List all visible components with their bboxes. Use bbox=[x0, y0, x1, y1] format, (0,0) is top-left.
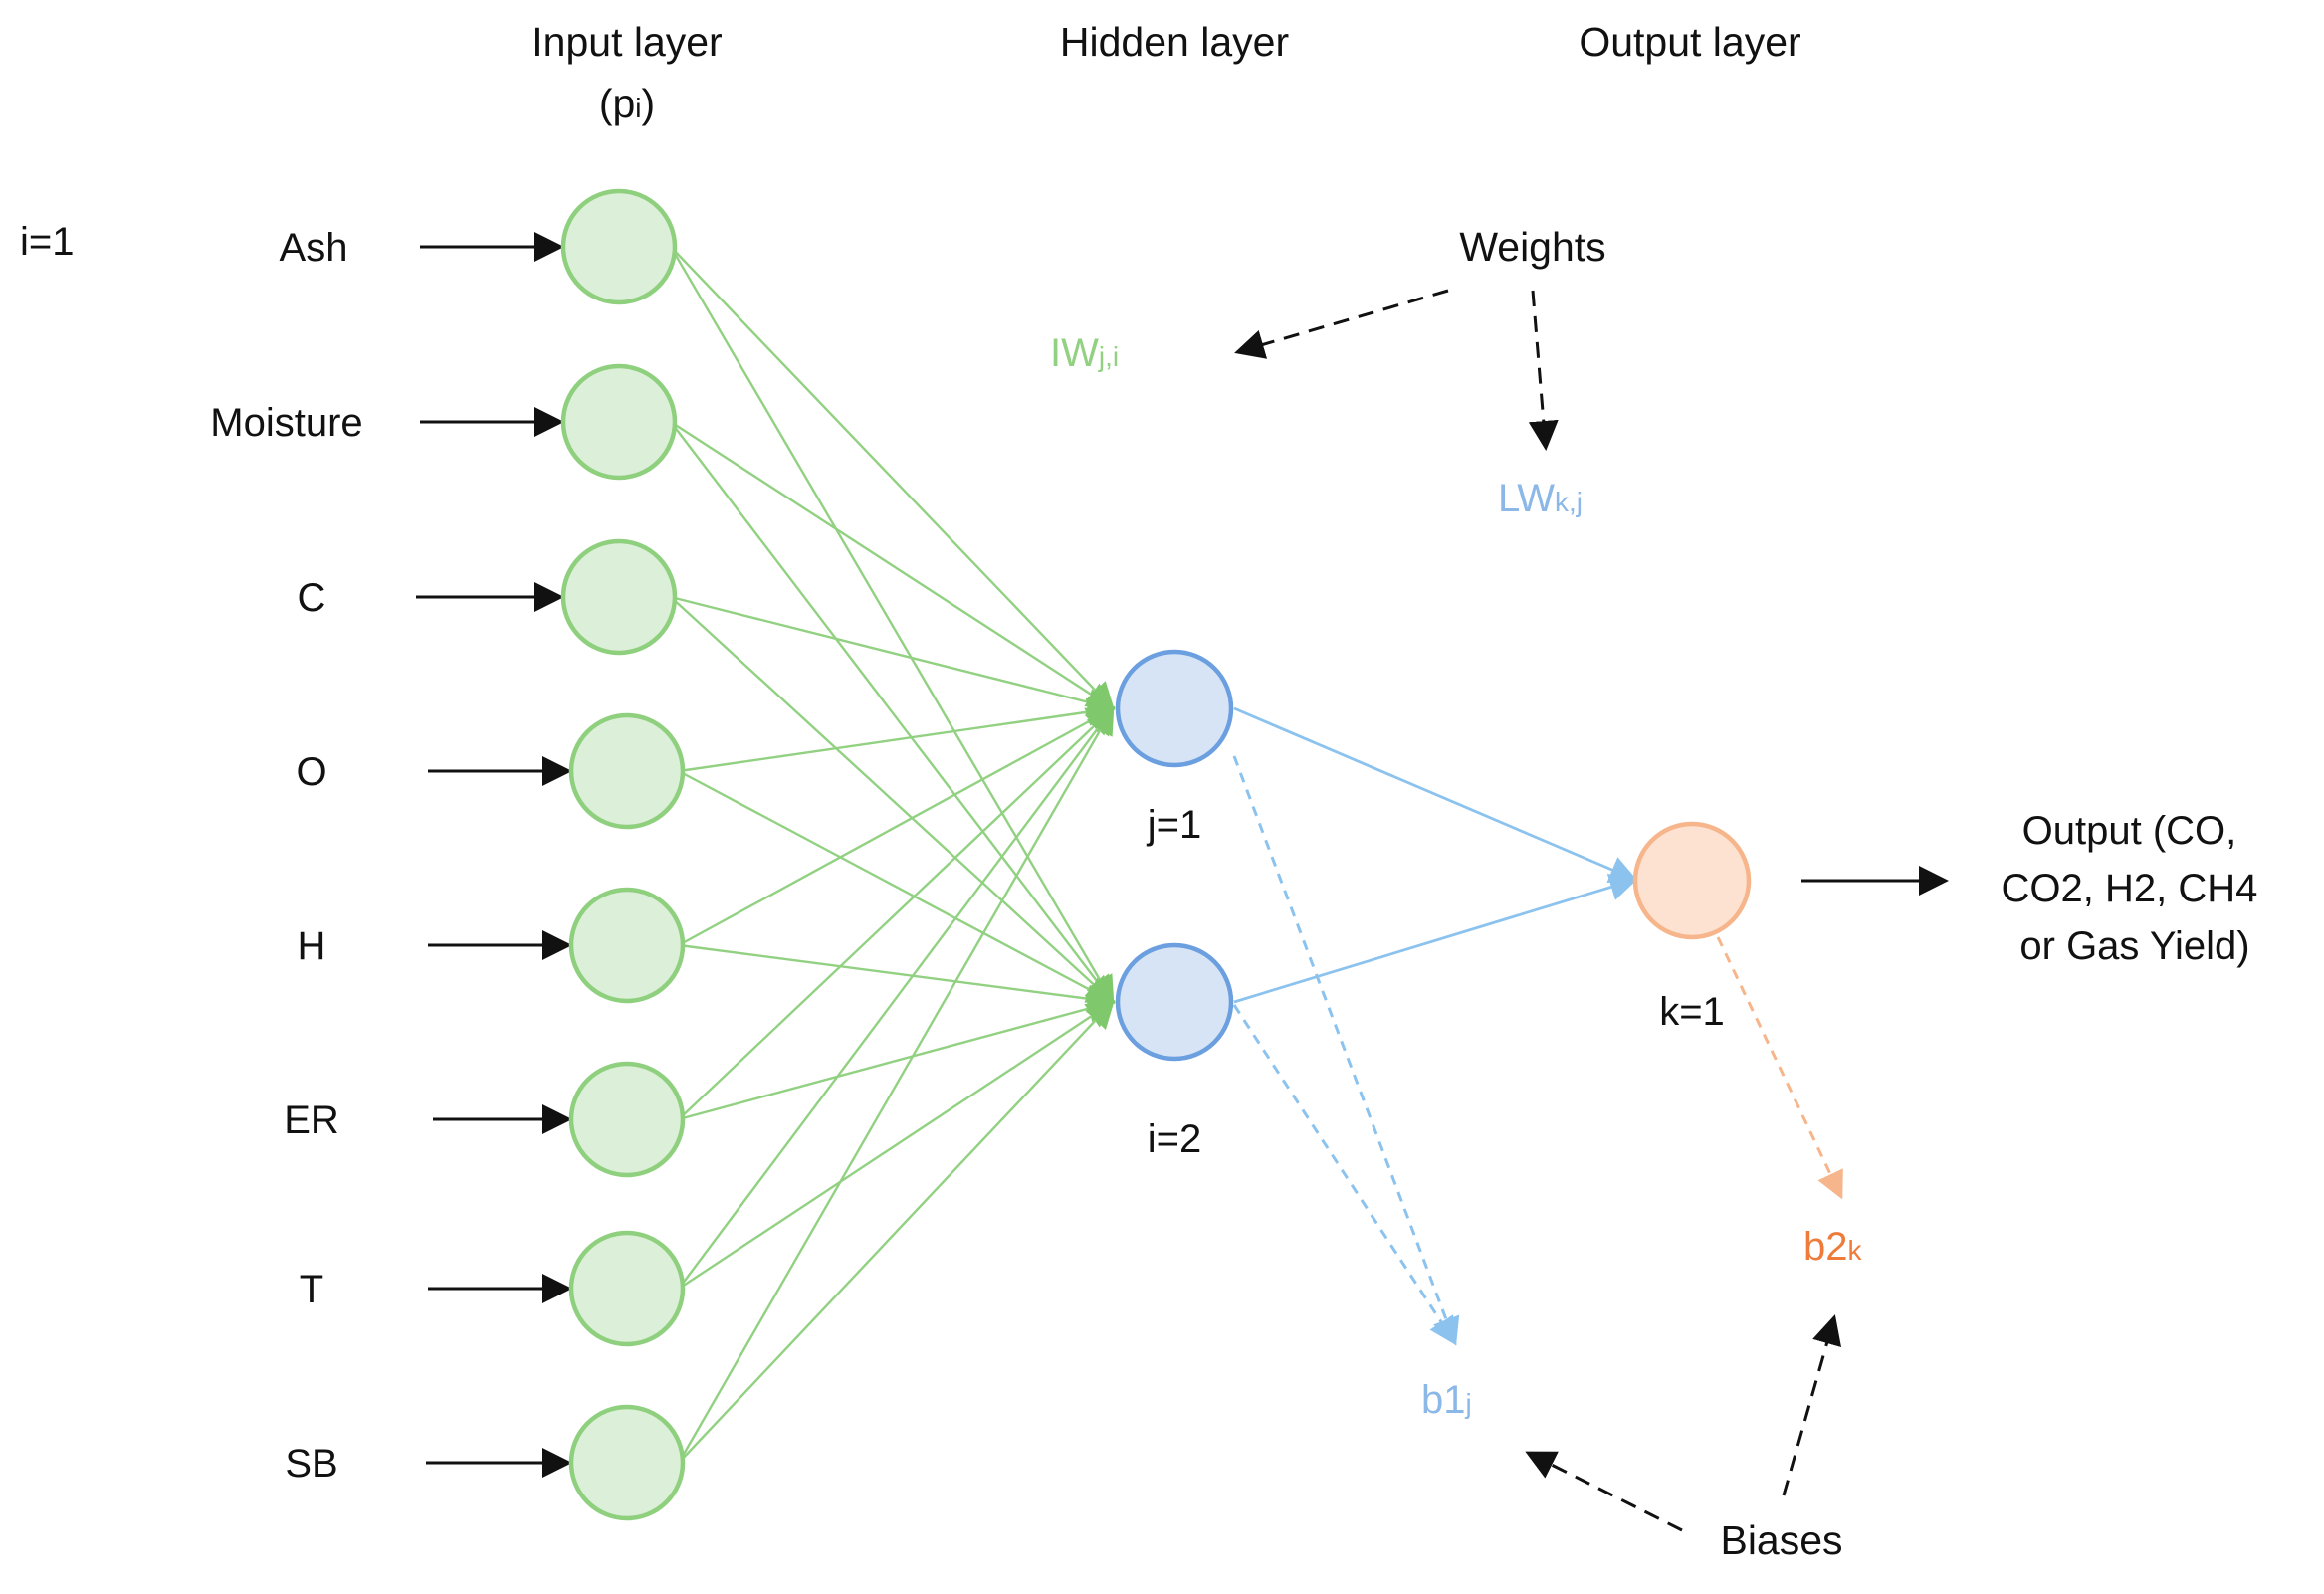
input-node-2 bbox=[560, 363, 678, 481]
input-node-3 bbox=[560, 538, 678, 656]
weights-arrow-lw bbox=[1528, 290, 1559, 451]
connection-input-7-hidden-2 bbox=[678, 1000, 1116, 1291]
input-label-1: Ash bbox=[280, 226, 348, 270]
output-node bbox=[1632, 821, 1752, 940]
hidden-node-1 bbox=[1115, 649, 1234, 768]
connection-hidden2-output bbox=[1233, 873, 1638, 1004]
hidden-node-2-label: i=2 bbox=[1148, 1117, 1202, 1161]
connection-input-6-hidden-2 bbox=[678, 995, 1116, 1121]
connection-hidden1-output bbox=[1233, 706, 1638, 883]
biases-label: Biases bbox=[1720, 1517, 1842, 1563]
input-label-5: H bbox=[298, 924, 326, 968]
hidden-node-1-label: j=1 bbox=[1147, 803, 1202, 847]
weights-arrow-iw bbox=[1234, 289, 1449, 359]
biases-arrow-b1 bbox=[1525, 1451, 1683, 1532]
input-node-5 bbox=[568, 887, 686, 1004]
input-node-6 bbox=[568, 1061, 686, 1178]
input-arrows bbox=[416, 232, 572, 1478]
input-label-4: O bbox=[296, 750, 326, 794]
input-node-8 bbox=[568, 1404, 686, 1521]
iw-label: IWj,i bbox=[1050, 331, 1119, 375]
connection-input-8-hidden-2 bbox=[678, 999, 1115, 1464]
output-layer-header: Output layer bbox=[1579, 19, 1800, 65]
input-layer-header: Input layer bbox=[531, 19, 722, 65]
connection-input-4-hidden-1 bbox=[678, 697, 1116, 773]
input-nodes bbox=[560, 188, 686, 1521]
input-layer-subheader: (pi) bbox=[599, 81, 655, 126]
connection-input-2-hidden-1 bbox=[670, 420, 1116, 710]
connection-input-3-hidden-2 bbox=[670, 596, 1116, 1004]
input-hidden-connections bbox=[669, 246, 1116, 1464]
bias-dash-output bbox=[1716, 936, 1843, 1200]
output-node-label: k=1 bbox=[1659, 990, 1725, 1034]
lw-label: LWk,j bbox=[1498, 477, 1583, 520]
connection-input-5-hidden-2 bbox=[678, 943, 1116, 1013]
connection-input-4-hidden-2 bbox=[678, 769, 1116, 1004]
bias-dash-hidden2 bbox=[1232, 1004, 1457, 1346]
b2-label: b2k bbox=[1803, 1225, 1863, 1269]
connection-input-2-hidden-2 bbox=[670, 421, 1115, 1005]
bias-dash-hidden1 bbox=[1232, 755, 1460, 1346]
input-node-4 bbox=[568, 712, 686, 830]
connection-input-1-hidden-1 bbox=[670, 246, 1115, 711]
output-description: Output (CO, CO2, H2, CH4 or Gas Yield) bbox=[2002, 809, 2269, 968]
input-label-6: ER bbox=[284, 1098, 339, 1142]
hidden-layer-header: Hidden layer bbox=[1060, 19, 1289, 65]
connection-input-5-hidden-1 bbox=[678, 706, 1116, 947]
connection-input-1-hidden-2 bbox=[669, 246, 1115, 1005]
input-label-3: C bbox=[298, 576, 326, 620]
input-label-7: T bbox=[300, 1268, 323, 1311]
b1-label: b1j bbox=[1421, 1378, 1472, 1422]
weights-label: Weights bbox=[1459, 224, 1605, 270]
input-label-8: SB bbox=[285, 1442, 337, 1486]
input-node-7 bbox=[568, 1230, 686, 1347]
input-node-1 bbox=[560, 188, 678, 305]
connection-input-8-hidden-1 bbox=[677, 705, 1115, 1464]
biases-arrow-b2 bbox=[1782, 1314, 1842, 1496]
connection-input-3-hidden-1 bbox=[670, 595, 1116, 716]
connection-input-7-hidden-1 bbox=[678, 705, 1115, 1290]
input-label-2: Moisture bbox=[210, 401, 362, 445]
hidden-node-2 bbox=[1115, 942, 1234, 1062]
input-index-label: i=1 bbox=[20, 220, 75, 264]
connection-input-6-hidden-1 bbox=[678, 706, 1116, 1120]
